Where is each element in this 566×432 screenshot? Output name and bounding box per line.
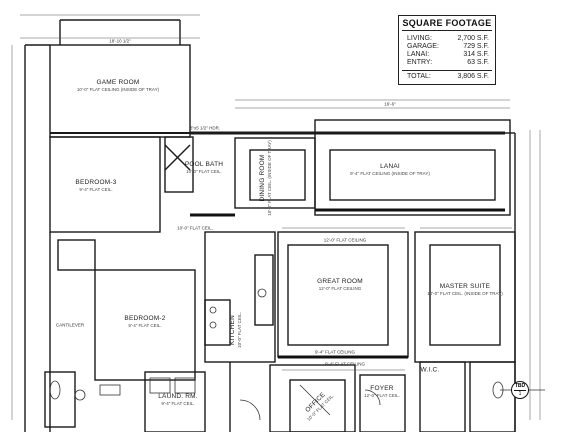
divider xyxy=(402,70,492,71)
room-game-room: GAME ROOM 10'-0" FLAT CEILING (INSIDE OF… xyxy=(77,79,159,93)
divider xyxy=(402,30,492,31)
room-name: BEDROOM-3 xyxy=(75,179,117,186)
dimension-lines xyxy=(11,14,541,420)
dim-top: 18'-10 1/2" xyxy=(109,38,131,44)
sqft-label: LANAI: xyxy=(407,51,430,58)
room-wic: W.I.C. xyxy=(421,367,440,374)
room-name: DINING ROOM xyxy=(259,154,266,202)
room-bedroom-3: BEDROOM-3 9'-4" FLAT CEIL. xyxy=(75,179,116,193)
section-marker-bottom: 1 xyxy=(518,391,522,397)
room-ceiling: 10'-0" FLAT CEIL. xyxy=(186,169,222,174)
dim-lanai: 16'-6" xyxy=(384,101,396,107)
room-name: GAME ROOM xyxy=(96,79,140,86)
note-ceiling-b: 9'-4" FLAT CEILING xyxy=(324,361,366,367)
room-dining-room: DINING ROOM 10'-0" FLAT CEIL. (INSIDE OF… xyxy=(259,140,273,215)
room-name: BEDROOM-2 xyxy=(124,315,166,322)
room-name: LANAI xyxy=(380,163,400,170)
room-name: W.I.C. xyxy=(420,366,440,374)
room-ceiling: 10'-0" FLAT CEILING (INSIDE OF TRAY) xyxy=(76,87,160,92)
room-bedroom-2: BEDROOM-2 9'-4" FLAT CEIL. xyxy=(124,315,165,329)
sqft-row-lanai: LANAI: 314 S.F. xyxy=(407,51,489,60)
room-ceiling: 12'-0" FLAT CEILING xyxy=(318,286,362,291)
room-ceiling: 9'-4" FLAT CEIL. xyxy=(79,187,113,192)
room-foyer: FOYER 12'-0" FLAT CEIL. xyxy=(364,385,400,399)
sqft-value: 63 S.F. xyxy=(467,59,489,66)
section-marker: TBD 1 xyxy=(511,381,529,399)
sqft-row-living: LIVING: 2,700 S.F. xyxy=(407,35,489,44)
room-ceiling: 10'-0" FLAT CEIL. xyxy=(237,312,242,348)
sqft-row-total: TOTAL: 3,806 S.F. xyxy=(407,73,489,82)
room-name: MASTER SUITE xyxy=(439,283,491,290)
room-name: LAUND. RM. xyxy=(158,393,198,400)
room-lanai: LANAI 9'-4" FLAT CEILING (INSIDE OF TRAY… xyxy=(350,163,430,177)
sqft-label: ENTRY: xyxy=(407,59,433,66)
sqft-label: GARAGE: xyxy=(407,43,439,50)
section-marker-top: TBD xyxy=(514,383,526,389)
room-laundry: LAUND. RM. 9'-4" FLAT CEIL. xyxy=(158,393,198,407)
sqft-value: 314 S.F. xyxy=(463,51,489,58)
square-footage-title: SQUARE FOOTAGE xyxy=(402,18,492,28)
sqft-value: 3,806 S.F. xyxy=(457,73,489,80)
note-ceiling-c: 10'-0" FLAT CEIL. xyxy=(177,225,213,231)
square-footage-table: SQUARE FOOTAGE LIVING: 2,700 S.F. GARAGE… xyxy=(398,15,496,85)
wall-lines xyxy=(24,19,516,432)
room-pool-bath: POOL BATH 10'-0" FLAT CEIL. xyxy=(185,161,223,175)
note-cantilever: CANTILEVER xyxy=(55,322,85,328)
room-ceiling: 10'-0" FLAT CEIL. (INSIDE OF TRAY) xyxy=(427,291,503,296)
room-name: FOYER xyxy=(370,385,394,392)
room-name: GREAT ROOM xyxy=(317,278,363,285)
sqft-value: 2,700 S.F. xyxy=(457,35,489,42)
sqft-row-entry: ENTRY: 63 S.F. xyxy=(407,59,489,68)
room-great-room: GREAT ROOM 12'-0" FLAT CEILING xyxy=(317,278,363,292)
dim-header: 8"x5 1/2" HDR. xyxy=(189,125,221,131)
room-ceiling: 9'-4" FLAT CEILING (INSIDE OF TRAY) xyxy=(350,171,430,176)
room-ceiling: 9'-4" FLAT CEIL. xyxy=(161,401,195,406)
dim-great-room: 9'-4" FLAT CEILING xyxy=(314,349,356,355)
room-ceiling: 10'-0" FLAT CEIL. (INSIDE OF TRAY) xyxy=(267,140,272,216)
room-ceiling: 12'-0" FLAT CEIL. xyxy=(364,393,400,398)
sqft-label: LIVING: xyxy=(407,35,432,42)
sqft-label: TOTAL: xyxy=(407,73,431,80)
room-ceiling: 9'-4" FLAT CEIL. xyxy=(128,323,162,328)
divider xyxy=(514,390,526,391)
room-master-suite: MASTER SUITE 10'-0" FLAT CEIL. (INSIDE O… xyxy=(427,283,502,297)
fixtures xyxy=(49,288,545,421)
sqft-row-garage: GARAGE: 729 S.F. xyxy=(407,43,489,52)
sqft-value: 729 S.F. xyxy=(463,43,489,50)
room-name: KITCHEN xyxy=(229,315,236,345)
room-name: POOL BATH xyxy=(184,161,224,168)
room-kitchen: KITCHEN 10'-0" FLAT CEIL. xyxy=(229,312,243,348)
note-ceiling-a: 12'-0" FLAT CEILING xyxy=(323,237,367,243)
thick-walls xyxy=(190,208,505,359)
